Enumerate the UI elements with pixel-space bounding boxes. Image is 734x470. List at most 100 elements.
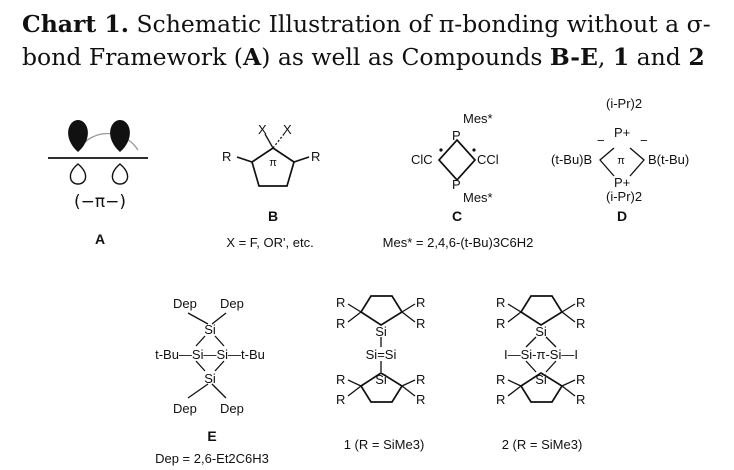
b-bond-x2 [272, 133, 285, 149]
b-pi: π [269, 157, 277, 169]
caption-one: 1 [612, 43, 630, 71]
d-bond-right [629, 147, 645, 177]
d-label: D [617, 208, 627, 224]
c-p-bottom: P [452, 177, 461, 192]
c2-bond-r8 [561, 385, 576, 397]
c1-caption: 1 (R = SiMe3) [344, 437, 425, 452]
c2-r6: R [496, 392, 505, 407]
c-radical-left [439, 148, 443, 152]
caption-text-3: ) as well as Compounds [261, 43, 550, 71]
c2-si-bottom: Si [535, 372, 547, 387]
a-p-orbital-bottom-right [111, 163, 129, 185]
c1-r4: R [416, 316, 425, 331]
e-dep-br: Dep [220, 401, 244, 416]
c-note: Mes* = 2,4,6-(t-Bu)3C6H2 [383, 235, 534, 250]
e-bond-dep-tr [211, 312, 227, 325]
e-bond-top-left [195, 335, 206, 347]
a-label: A [95, 231, 105, 247]
d-minus-left: − [597, 133, 605, 148]
c2-r8: R [576, 392, 585, 407]
caption-text-1: Schematic Illustration of π-bonding with… [128, 10, 711, 38]
d-minus-right: − [640, 133, 648, 148]
e-dep-bl: Dep [173, 401, 197, 416]
c2-bond-top-left [525, 336, 537, 348]
b-r-right: R [311, 149, 320, 164]
structure-a: (−π−) A [48, 120, 148, 247]
c1-center: Si=Si [366, 347, 397, 362]
b-label: B [268, 208, 278, 224]
d-ipr-top: (i-Pr)2 [606, 96, 642, 111]
b-bond-x1 [264, 133, 274, 149]
e-bond-dep-tl [187, 312, 209, 325]
e-bond-dep-br [211, 383, 227, 399]
e-bond-bottom-left [195, 360, 206, 372]
d-bond-left [599, 147, 615, 177]
structure-d: (i-Pr)2 P+ − − (t-Bu)B π B(t-Bu) P+ (i-P… [551, 96, 689, 224]
d-p-bottom: P+ [614, 175, 630, 190]
c1-r3: R [416, 295, 425, 310]
e-si-top: Si [204, 322, 216, 337]
d-pi: π [617, 155, 625, 167]
c2-r1: R [496, 295, 505, 310]
c1-bond-r1 [347, 303, 362, 313]
e-center: t-Bu—Si—Si—t-Bu [155, 347, 265, 362]
c2-r3: R [576, 295, 585, 310]
caption-two: 2 [688, 43, 705, 71]
c1-bond-r4 [401, 311, 416, 323]
c2-bond-r1 [507, 303, 522, 313]
e-bond-dep-bl [187, 383, 209, 399]
e-si-bottom: Si [204, 371, 216, 386]
compound-2: R R R R Si I—Si-π-Si—I Si R R R R 2 (R =… [496, 295, 585, 452]
chart-caption: Chart 1. Schematic Illustration of π-bon… [22, 8, 722, 74]
d-p-top: P+ [614, 125, 630, 140]
c1-bond-r7 [401, 379, 416, 387]
c2-bond-bottom-left [525, 360, 537, 373]
caption-be: B-E [549, 43, 598, 71]
c1-r2: R [336, 316, 345, 331]
structure-b: X X R R π B X = F, OR', etc. [222, 122, 320, 250]
c2-si-top: Si [535, 324, 547, 339]
c2-r7: R [576, 372, 585, 387]
c2-r5: R [496, 372, 505, 387]
c2-bond-top-right [545, 336, 557, 348]
e-note: Dep = 2,6-Et2C6H3 [155, 451, 269, 466]
d-left: (t-Bu)B [551, 152, 592, 167]
e-bond-top-right [214, 335, 225, 347]
a-p-orbital-top-left [68, 120, 88, 152]
b-cyclopentane-ring [251, 146, 295, 187]
c2-r4: R [576, 316, 585, 331]
c1-si-top: Si [375, 324, 387, 339]
c1-r6: R [336, 392, 345, 407]
c-ccl-right: CCl [477, 152, 499, 167]
c1-bond-r3 [401, 303, 416, 313]
c1-bond-r8 [401, 385, 416, 397]
c1-bond-r2 [347, 311, 362, 323]
c2-bond-bottom-right [545, 360, 557, 373]
c-four-ring [437, 138, 477, 182]
a-p-orbital-top-right [110, 120, 130, 152]
c1-si-bottom: Si [375, 372, 387, 387]
b-r-left: R [222, 149, 231, 164]
c2-r2: R [496, 316, 505, 331]
structure-e: Dep Dep Si t-Bu—Si—Si—t-Bu Si Dep Dep E … [155, 296, 269, 466]
compound-1: R R R R Si Si=Si Si R R R R 1 (R = SiMe3… [336, 295, 425, 452]
c2-caption: 2 (R = SiMe3) [502, 437, 583, 452]
c1-bond-r6 [347, 385, 362, 397]
e-bond-bottom-right [214, 360, 225, 372]
c-label: C [452, 208, 462, 224]
c2-bond-r7 [561, 379, 576, 387]
c2-bond-r5 [507, 379, 522, 387]
c1-bottom-ring [359, 371, 404, 403]
e-dep-tl: Dep [173, 296, 197, 311]
c2-bond-r4 [561, 311, 576, 323]
b-bond-r-left [236, 156, 253, 163]
c2-center: I—Si-π-Si—I [504, 347, 578, 362]
structure-c: Mes* P ClC CCl P Mes* C Mes* = 2,4,6-(t-… [383, 111, 534, 250]
chart-label: Chart 1. [22, 10, 129, 38]
c-mes-bottom: Mes* [463, 190, 493, 205]
c2-bond-r2 [507, 311, 522, 323]
d-right: B(t-Bu) [648, 152, 689, 167]
c-p-top: P [452, 128, 461, 143]
caption-text-5: and [629, 43, 689, 71]
